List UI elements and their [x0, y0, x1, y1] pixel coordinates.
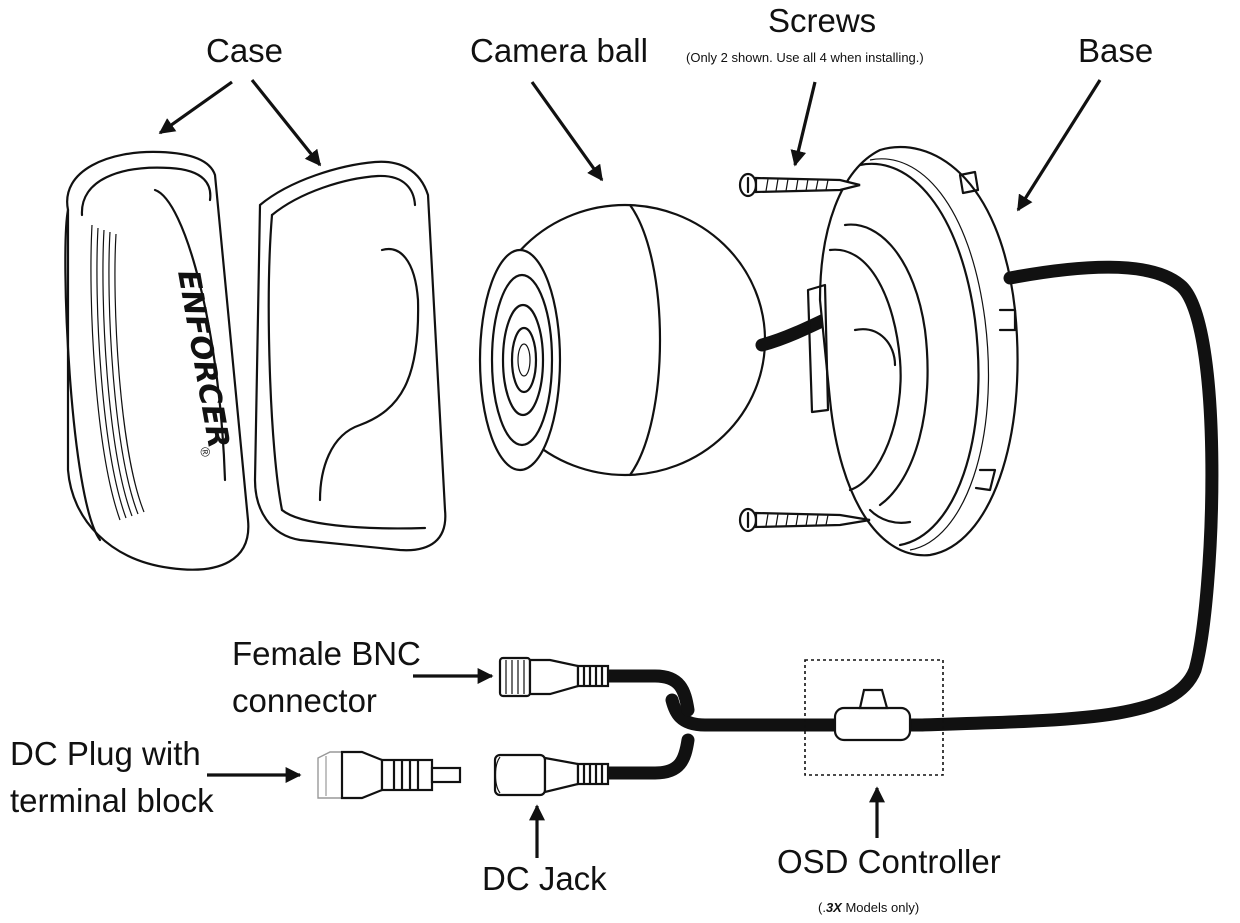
dc-jack: [493, 753, 610, 797]
case-ring: ENFORCER ®: [64, 150, 250, 571]
arrow-base: [1016, 79, 1102, 212]
base: [806, 145, 1019, 557]
arrow-screws: [790, 81, 817, 167]
cable-bnc-branch: [598, 669, 695, 717]
screw-bottom: [738, 507, 871, 533]
case-shroud: [253, 160, 447, 552]
osd-controller: [804, 659, 944, 776]
label-screws-note: (Only 2 shown. Use all 4 when installing…: [686, 50, 924, 65]
arrow-case-left: [158, 80, 233, 135]
arrow-case-right: [250, 79, 322, 167]
label-base: Base: [1078, 32, 1153, 69]
label-camera-ball: Camera ball: [470, 32, 648, 69]
cable-to-split: [665, 693, 842, 732]
arrow-camera-ball: [530, 81, 604, 182]
label-case: Case: [206, 32, 283, 69]
dc-plug-terminal-block: [317, 750, 462, 800]
camera-ball: [478, 203, 767, 477]
label-osd-controller: OSD Controller: [777, 843, 1001, 880]
label-screws: Screws: [768, 2, 876, 39]
osd-note-prefix: (.: [818, 900, 826, 915]
screw-top: [738, 172, 861, 198]
label-dc-jack: DC Jack: [482, 860, 607, 897]
label-bnc-line2: connector: [232, 682, 377, 719]
label-bnc-line1: Female BNC: [232, 635, 421, 672]
label-osd-note: (.3X Models only): [818, 900, 919, 915]
osd-note-model: 3X: [826, 900, 843, 915]
main-cable: [853, 260, 1219, 732]
label-dc-plug-line1: DC Plug with: [10, 735, 201, 772]
cable-jack-branch: [598, 733, 695, 780]
female-bnc-connector: [498, 656, 610, 698]
registered-mark: ®: [197, 446, 214, 458]
label-dc-plug-line2: terminal block: [10, 782, 214, 819]
osd-note-suffix: Models only): [842, 900, 919, 915]
